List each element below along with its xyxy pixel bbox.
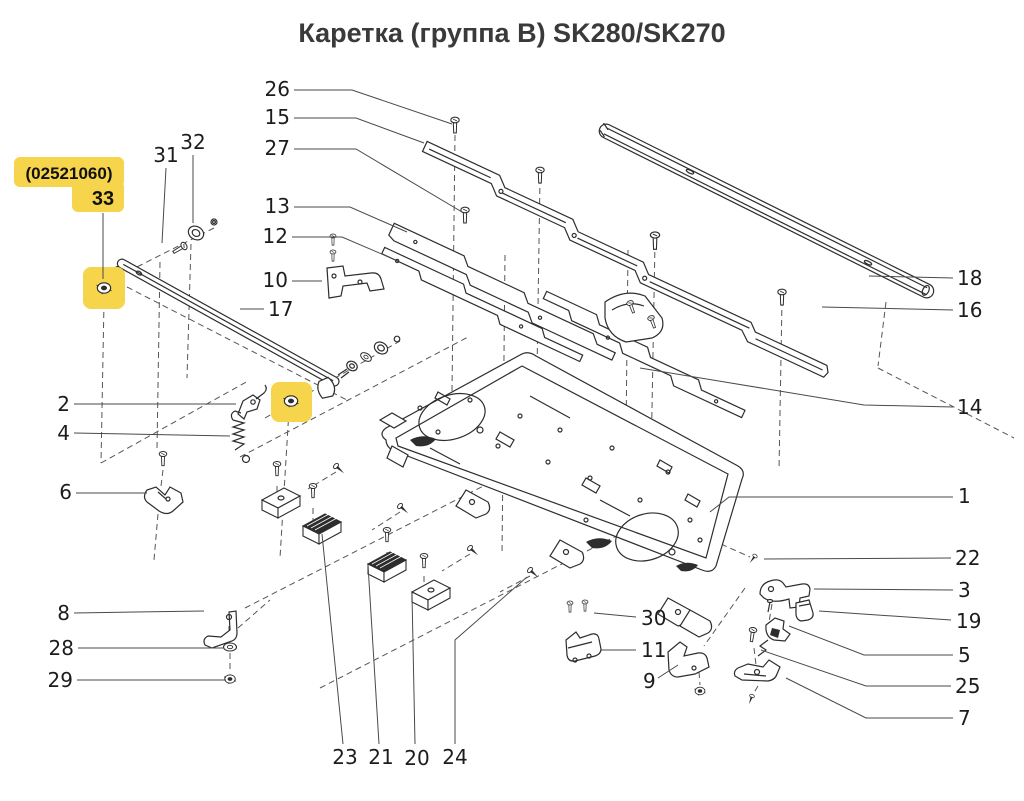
leader-line-3 (813, 588, 954, 591)
main-plate (378, 352, 744, 638)
cam-plate-14 (604, 292, 664, 343)
part-label-10: 10 (263, 268, 288, 292)
part-label-23: 23 (332, 745, 357, 769)
leader-line-23 (321, 533, 344, 745)
part-label-7: 7 (958, 706, 971, 730)
bracket-6 (143, 450, 184, 515)
leader-line-25 (760, 649, 951, 687)
screw-30 (581, 599, 589, 612)
part-label-12: 12 (263, 224, 288, 248)
part-label-22: 22 (955, 546, 980, 570)
highlights (83, 267, 312, 422)
screw-30 (566, 600, 574, 613)
lever-2 (237, 384, 267, 420)
cap-19 (795, 599, 814, 622)
leader-line-1 (709, 496, 953, 513)
page-title: Каретка (группа В) SK280/SK270 (298, 18, 725, 48)
slider-block-dark (367, 551, 407, 583)
part-label-26: 26 (265, 77, 290, 101)
part-label-9: 9 (643, 669, 656, 693)
nut-29 (223, 674, 237, 685)
part-label-30: 30 (641, 606, 666, 630)
leader-line-27 (294, 148, 463, 213)
bracket-11 (565, 631, 602, 663)
bracket-8 (203, 610, 238, 649)
leader-line-16 (821, 306, 954, 311)
part-label-15: 15 (265, 105, 290, 129)
small-parts (143, 116, 814, 706)
part-label-14: 14 (957, 395, 982, 419)
leader-line-18 (868, 275, 954, 279)
part-label-5: 5 (958, 643, 971, 667)
leader-line-14 (639, 367, 954, 408)
leader-line-13 (294, 206, 408, 233)
slider-block (411, 579, 451, 611)
leader-line-12 (292, 236, 399, 262)
leader-line-20 (411, 593, 416, 745)
highlight-part-code: (02521060) (26, 164, 113, 183)
bracket-10 (326, 233, 385, 299)
lever-3 (759, 579, 811, 613)
part-label-1: 1 (958, 484, 971, 508)
highlight-code-box (14, 157, 124, 187)
cam-strips (326, 222, 746, 419)
part-label-21: 21 (368, 745, 393, 769)
rail-18 (598, 122, 935, 299)
leader-line-4 (73, 432, 231, 437)
leader-line-21 (367, 564, 380, 745)
part-label-28: 28 (49, 636, 74, 660)
part-label-29: 29 (48, 668, 73, 692)
highlight-part-number: 33 (92, 188, 114, 210)
leader-line-24 (454, 576, 528, 744)
bracket-9 (667, 641, 710, 696)
leader-line-30 (593, 612, 637, 618)
rail-15 (421, 140, 829, 378)
part-label-27: 27 (265, 136, 290, 160)
slider-block-dark (302, 513, 342, 545)
leader-line-9 (657, 664, 679, 679)
spring-4 (230, 410, 251, 464)
part-label-25: 25 (955, 674, 980, 698)
part-label-8: 8 (57, 601, 70, 625)
leader-line-22 (763, 557, 952, 560)
part-label-6: 6 (59, 480, 72, 504)
part-label-16: 16 (957, 298, 982, 322)
part-label-17: 17 (268, 297, 293, 321)
screw-22 (747, 552, 759, 565)
part-label-4: 4 (57, 421, 70, 445)
part-label-20: 20 (404, 746, 429, 770)
leader-line-19 (818, 610, 952, 621)
leader-line-5 (788, 625, 953, 656)
part-label-24: 24 (442, 745, 467, 769)
part-label-2: 2 (57, 392, 70, 416)
leader-line-31 (161, 167, 167, 244)
part-label-19: 19 (956, 609, 981, 633)
highlight-callout: (02521060) 33 (14, 157, 124, 279)
bushing-32 (187, 218, 218, 241)
pawl-5 (757, 617, 791, 657)
part-label-13: 13 (265, 194, 290, 218)
leader-line-26 (294, 89, 453, 125)
part-label-18: 18 (957, 266, 982, 290)
highlight-part-box (72, 181, 124, 212)
rail-17 (109, 258, 340, 399)
part-label-31: 31 (153, 143, 178, 167)
part-label-11: 11 (641, 638, 666, 662)
leader-line-8 (73, 610, 205, 614)
screw-25 (747, 626, 758, 643)
part-label-32: 32 (180, 130, 205, 154)
bracket-7 (733, 659, 781, 682)
slider-block (261, 487, 301, 519)
leader-line-15 (294, 117, 425, 144)
part-label-3: 3 (958, 578, 971, 602)
leader-line-7 (785, 677, 953, 719)
bolt-assembly (337, 335, 401, 379)
washer-28 (222, 642, 238, 652)
